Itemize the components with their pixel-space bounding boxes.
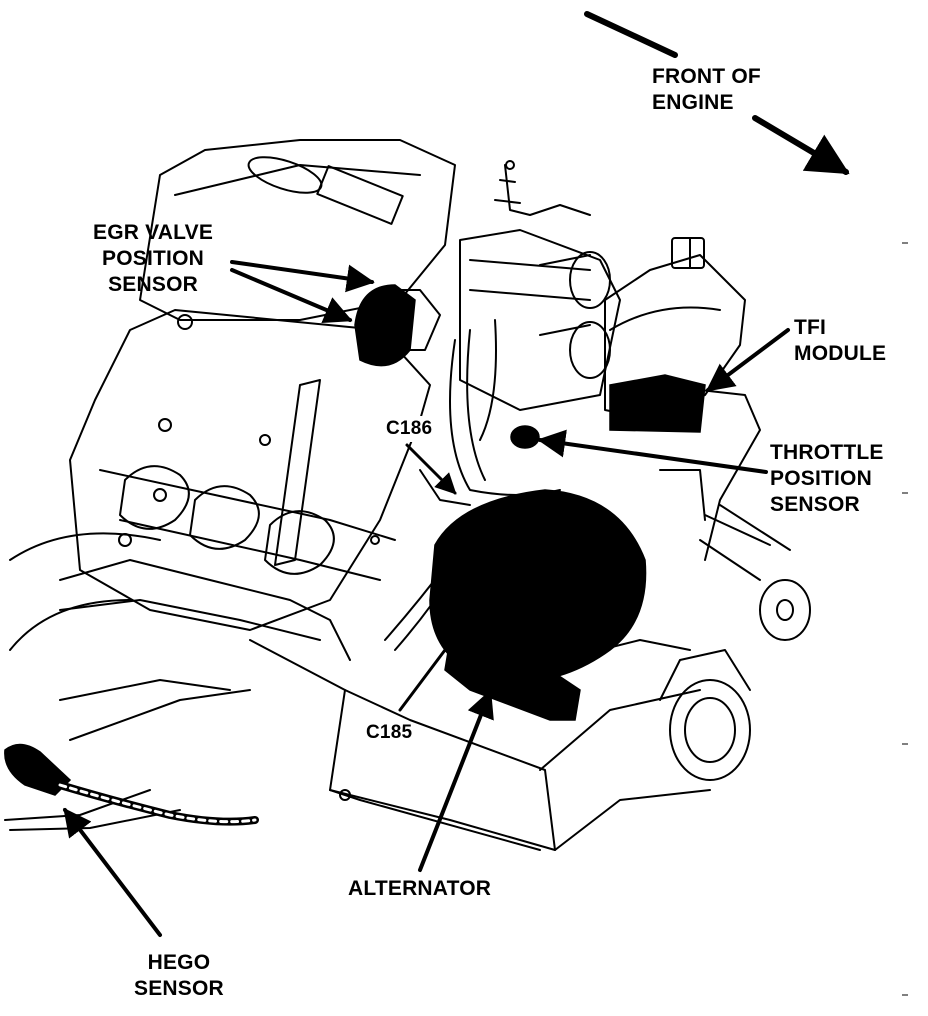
label-hego-sensor: HEGO SENSOR (134, 950, 224, 1002)
margin-ticks (902, 242, 908, 996)
egr-arrow-upper (230, 260, 375, 293)
label-throttle-line3: SENSOR (770, 493, 860, 516)
label-egr-line1: EGR VALVE (93, 221, 214, 244)
label-front-line2: ENGINE (652, 91, 734, 114)
alternator-arrow (418, 689, 494, 872)
label-front-line1: FRONT OF (652, 65, 761, 88)
label-c185: C185 (366, 722, 413, 743)
label-egr-valve-position-sensor: EGR VALVE POSITION SENSOR (93, 220, 213, 298)
hego-wire-stripe (58, 783, 257, 824)
label-front-of-engine: FRONT OF ENGINE (652, 64, 761, 116)
label-egr-line3: SENSOR (108, 273, 198, 296)
hego-wire (56, 781, 259, 826)
label-tfi-line1: TFI (794, 316, 827, 339)
label-throttle-position-sensor: THROTTLE POSITION SENSOR (770, 440, 884, 518)
label-egr-line2: POSITION (102, 247, 204, 270)
label-tfi-module: TFI MODULE (794, 315, 886, 367)
front-arrow-tail (584, 11, 678, 58)
label-hego-line2: SENSOR (134, 977, 224, 1000)
callout-arrows (63, 11, 850, 937)
tfi-arrow (705, 328, 790, 392)
label-alternator: ALTERNATOR (348, 877, 492, 900)
label-tfi-line2: MODULE (794, 342, 887, 365)
c185-arrow (398, 628, 462, 712)
label-throttle-line2: POSITION (770, 467, 872, 490)
label-c186: C186 (384, 416, 435, 442)
c186-arrow (405, 443, 457, 495)
hego-arrow (63, 807, 162, 937)
label-throttle-line1: THROTTLE (770, 441, 884, 464)
egr-arrow-lower (230, 268, 353, 324)
filled-components (4, 284, 706, 796)
label-hego-line1: HEGO (147, 951, 211, 974)
tps-arrow (537, 429, 768, 474)
front-arrow-head (752, 115, 850, 175)
engine-outline (4, 139, 811, 851)
